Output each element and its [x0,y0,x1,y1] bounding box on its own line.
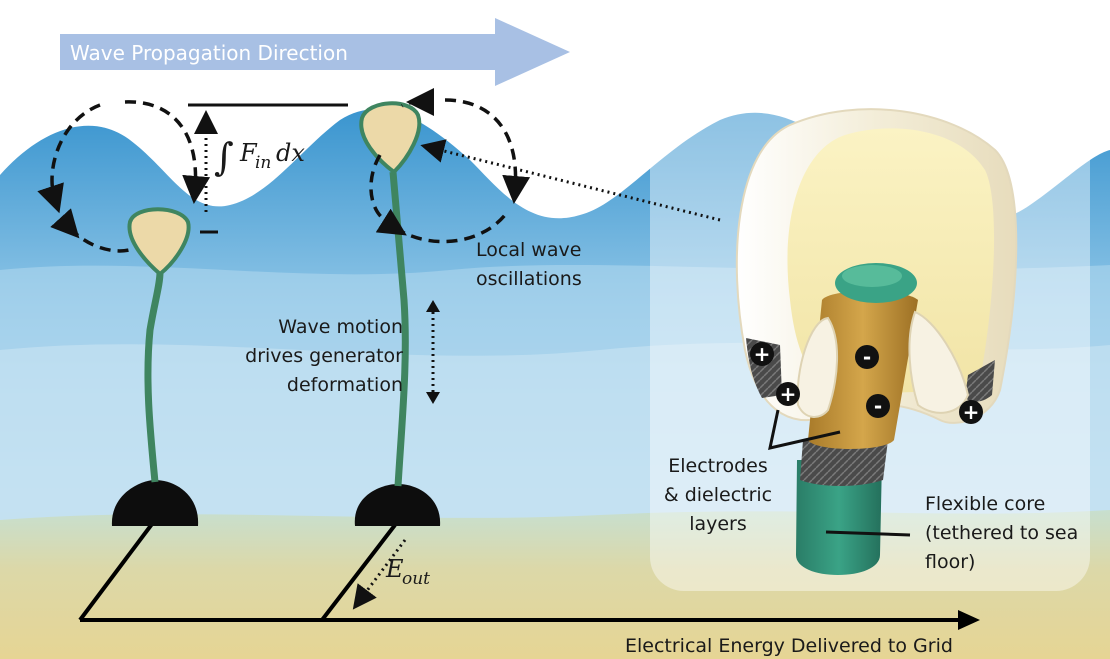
left-float [127,207,191,277]
charge-markers: + + + - - [750,342,983,424]
electrodes-label-line2: & dielectric [664,484,772,506]
plus-charge-2: + [776,382,800,406]
eout-subscript: out [402,569,430,589]
grid-connection: Electrical Energy Delivered to Grid [80,610,980,657]
minus-charge-2: - [866,394,890,418]
grid-label: Electrical Energy Delivered to Grid [625,635,953,657]
generator-left [78,207,199,622]
svg-text:+: + [754,342,771,366]
wave-motion-label-line2: drives generator [245,345,403,367]
wave-motion-label-line3: deformation [287,374,403,396]
integral-F: F [239,139,258,167]
core-label-line1: Flexible core [925,493,1045,515]
svg-text:+: + [963,400,980,424]
woven-layer [800,440,888,486]
local-wave-label-line1: Local wave [476,239,581,261]
right-orbit-top [444,98,531,204]
right-orbit-upper-left [401,87,435,116]
svg-text:-: - [863,345,871,369]
right-tether [320,523,397,622]
local-wave-label-line2: oscillations [476,268,582,290]
detail-pointer [420,139,721,222]
left-orbit-right [124,100,211,204]
wave-direction-arrow: Wave Propagation Direction [60,18,570,86]
electrodes-leader [768,409,841,450]
input-force-annotation: ∫ F in dx [188,103,348,234]
core-label-line3: floor) [925,551,975,573]
left-orbit-lower [50,208,136,253]
core-cap-highlight [842,265,902,287]
svg-text:+: + [780,382,797,406]
flexible-core [796,460,882,575]
front-petal-left [796,316,838,418]
dielectric-tube [808,291,918,449]
left-stalk [144,271,164,483]
integral-symbol: ∫ [214,135,234,179]
svg-text:-: - [874,394,882,418]
right-orbit-left [369,154,387,222]
electrodes-label-line3: layers [689,513,747,535]
core-label-line2: (tethered to sea [925,522,1078,544]
plus-charge-3: + [959,400,983,424]
minus-charge-1: - [855,345,879,369]
wave-direction-label: Wave Propagation Direction [70,41,348,65]
front-petal-right [908,310,970,414]
integral-subscript: in [255,153,271,173]
right-anchor [354,484,441,526]
local-wave-orbits [37,87,531,253]
vertical-motion-indicator [426,300,440,404]
left-anchor [111,480,199,526]
right-orbit-bottom [375,208,507,244]
left-orbit-upper [37,103,101,214]
electrodes-label-line1: Electrodes [668,455,768,477]
eout-E: E [385,555,404,583]
left-tether [78,518,157,622]
right-float [359,101,422,175]
energy-output-annotation: E out [352,539,430,610]
plus-charge-1: + [750,342,774,366]
wave-motion-label-line1: Wave motion [278,316,403,338]
integral-dx: dx [276,139,305,167]
shell-electrode-right [965,360,995,402]
left-diagram-labels: Local wave oscillations Wave motion driv… [245,239,582,396]
generator-cutaway [735,108,1018,575]
grid-arrowhead [958,610,980,630]
core-leader [825,530,911,537]
inset-labels: Electrodes & dielectric layers Flexible … [664,409,1078,573]
